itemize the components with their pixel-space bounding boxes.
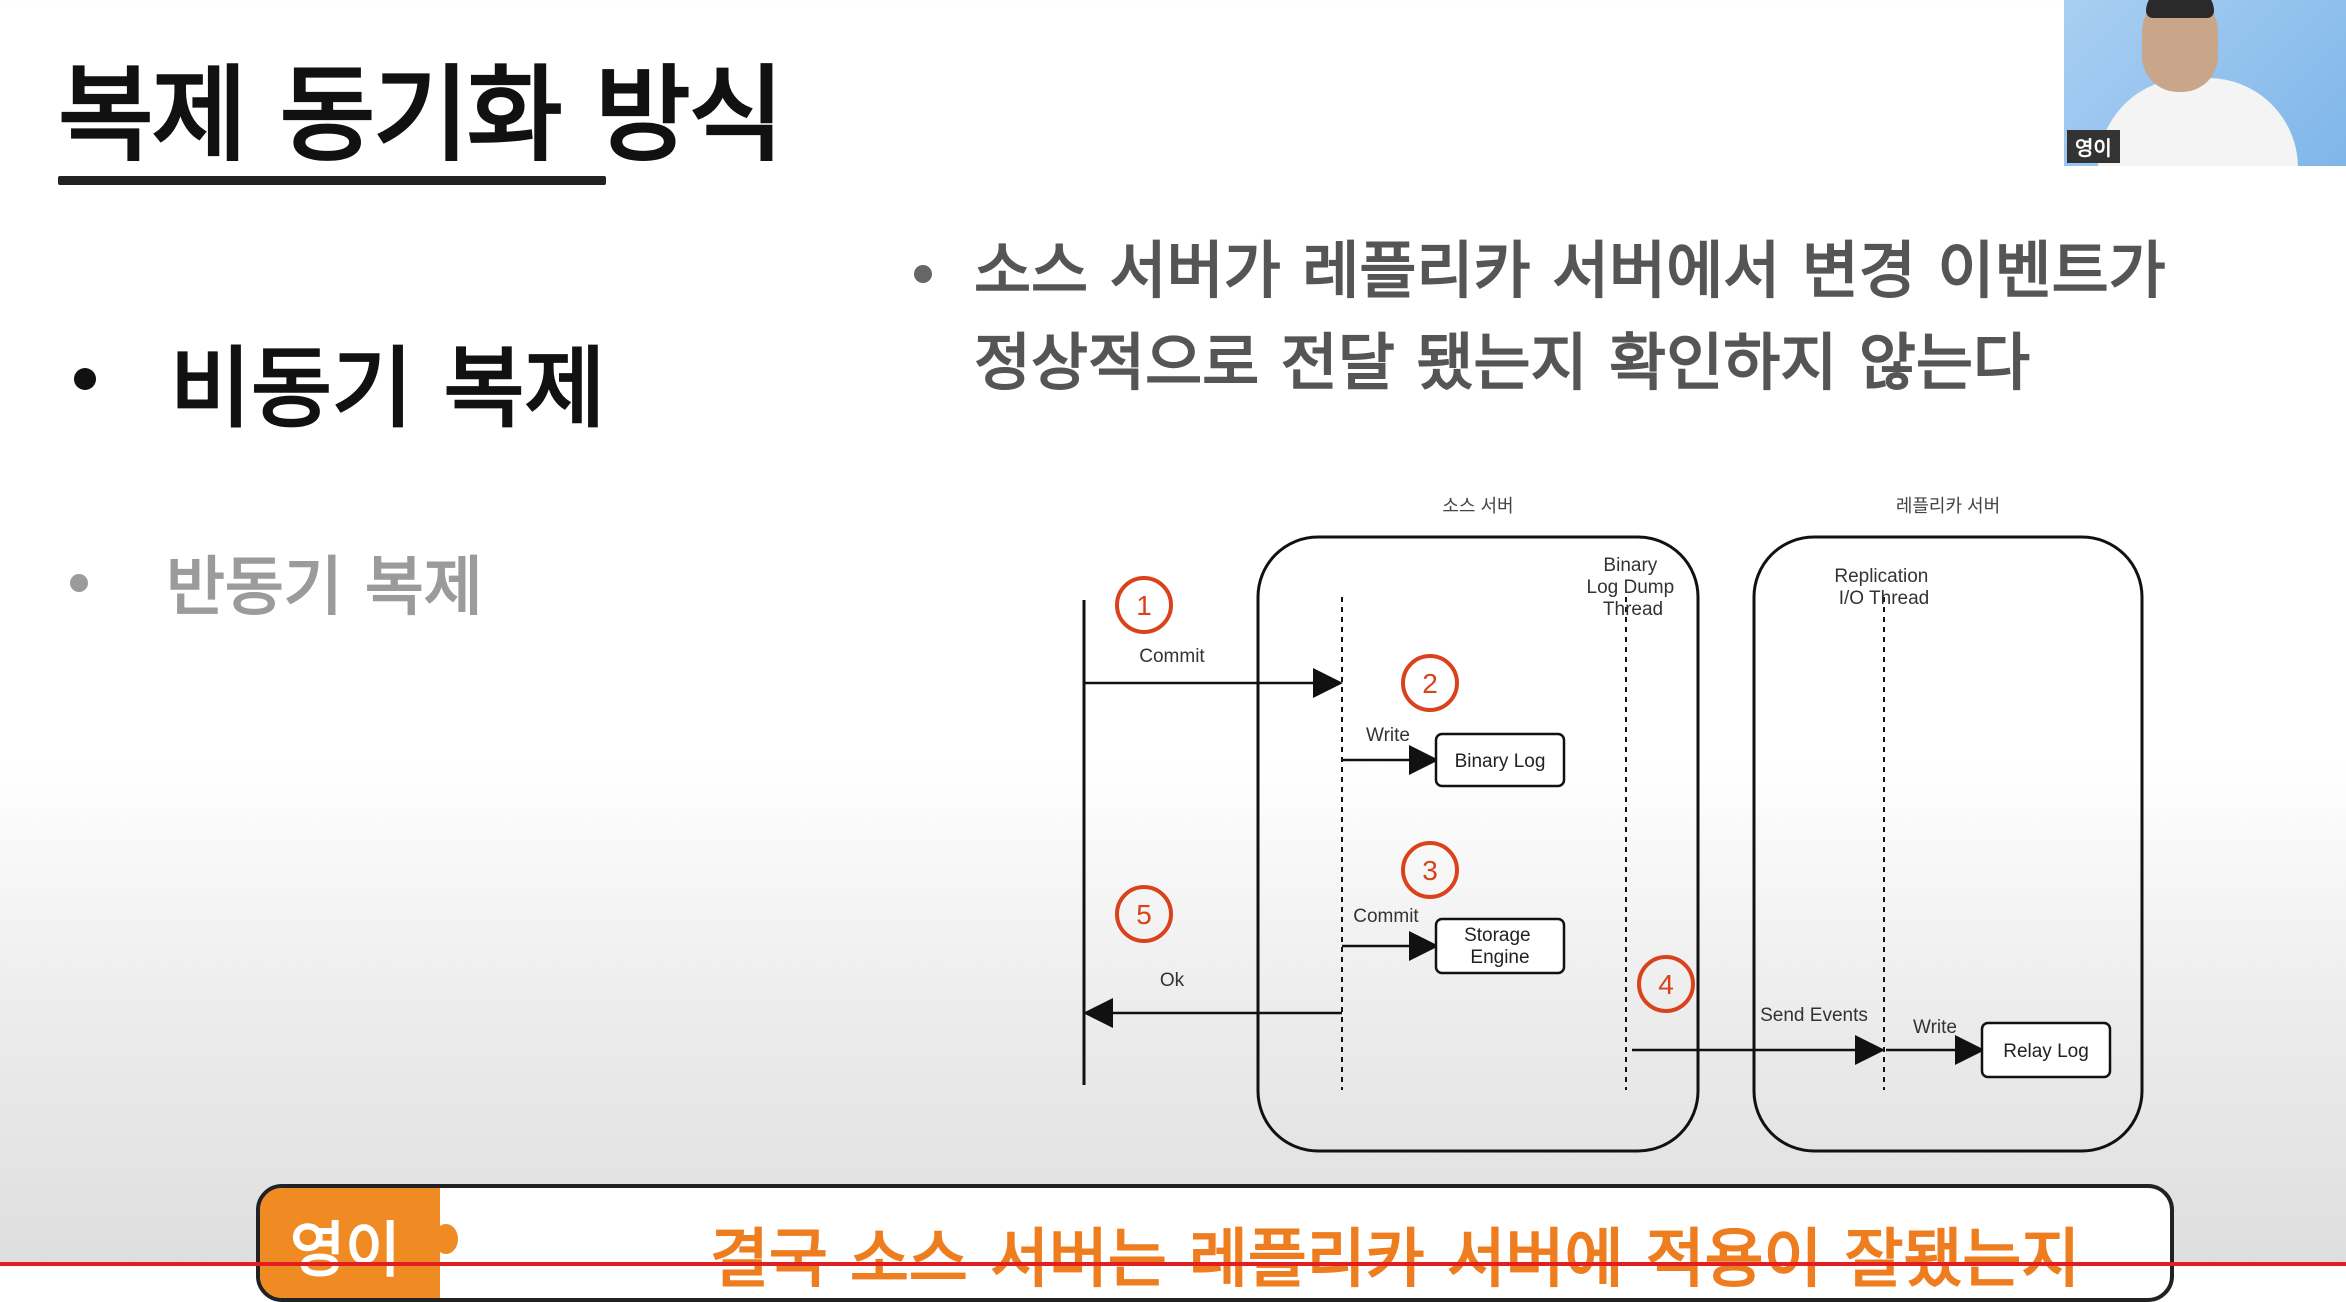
step-2-marker: 2 [1401,654,1459,712]
relay-log-box [1980,1021,2112,1079]
speaker-tag-notch [434,1224,458,1254]
binlog-dump-thread-label: Binary Log Dump Thread [1587,555,1680,620]
bullet-label: 반동기 복제 [166,551,483,625]
step-3-marker: 3 [1401,841,1459,899]
send-events-label: Send Events [1760,1005,1868,1026]
caption-text: 결국 소스 서버는 레플리카 서버에 적용이 잘됐는지 [710,1223,2081,1297]
bullet-dot-icon [914,265,932,283]
commit-storage-label: Commit [1353,906,1419,927]
video-progress-bar[interactable] [0,1262,2346,1266]
replication-diagram: 소스 서버 레플리카 서버 Binary Log Dump Thread Rep… [1082,496,2144,1153]
bullet-dot-icon [74,368,96,390]
step-3-number: 3 [1422,855,1438,886]
write-binlog-label: Write [1366,725,1410,746]
binary-log-box [1434,732,1566,788]
relay-log-label: Relay Log [2003,1041,2089,1062]
binary-log-label: Binary Log [1455,751,1546,772]
bullet-dot-icon [70,574,88,592]
storage-engine-box [1434,917,1566,975]
subtitle-caption: 영이 결국 소스 서버는 레플리카 서버에 적용이 잘됐는지 [256,1184,2174,1302]
step-4-number: 4 [1658,969,1674,1000]
source-server-title: 소스 서버 [1442,496,1513,516]
webcam-overlay: 영이 [2064,0,2346,166]
webcam-name-tag: 영이 [2067,130,2120,163]
commit-label: Commit [1139,646,1205,667]
step-5-marker: 5 [1115,885,1173,943]
step-1-marker: 1 [1115,576,1173,634]
speaker-tag: 영이 [260,1188,458,1298]
description-line-2: 정상적으로 전달 됐는지 확인하지 않는다 [974,326,2031,399]
step-5-number: 5 [1136,899,1152,930]
step-2-number: 2 [1422,668,1438,699]
ok-label: Ok [1160,970,1185,991]
presenter-body [2098,78,2298,166]
speaker-name: 영이 [290,1216,401,1286]
replication-io-thread-label: Replication I/O Thread [1834,566,1933,609]
description-line-1: 소스 서버가 레플리카 서버에서 변경 이벤트가 [974,234,2166,307]
slide-title: 복제 동기화 방식 [58,54,784,176]
replica-server-container [1752,535,2144,1153]
title-underline [58,176,606,185]
write-relay-label: Write [1913,1017,1957,1038]
step-4-marker: 4 [1637,955,1695,1013]
replica-server-title: 레플리카 서버 [1896,496,2000,516]
presenter-hair [2146,0,2214,18]
source-server-container [1256,535,1700,1153]
storage-engine-label: Storage Engine [1464,925,1536,968]
step-1-number: 1 [1136,590,1152,621]
bullet-label: 비동기 복제 [170,337,606,440]
